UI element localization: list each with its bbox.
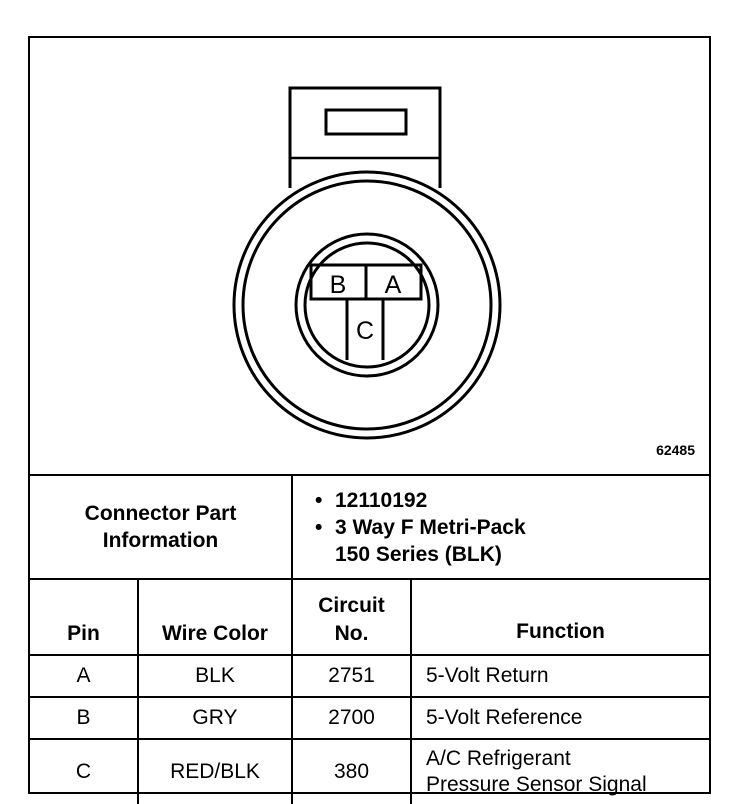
function-cell-line1: A/C Refrigerant — [426, 747, 571, 770]
table-row: B GRY 2700 5-Volt Reference — [30, 696, 709, 740]
cavity-a — [364, 263, 423, 301]
function-cell: A/C Refrigerant Pressure Sensor Signal — [410, 738, 709, 804]
figure-reference-number: 62485 — [656, 442, 695, 458]
latch-tab — [288, 86, 442, 188]
connector-figure: B A C 62485 Connector Part Information 1… — [28, 36, 711, 804]
function-cell-line2: Pressure Sensor Signal — [426, 773, 647, 796]
part-number: 12110192 — [315, 487, 709, 514]
connector-description-line1: 3 Way F Metri-Pack — [335, 515, 526, 539]
connector-face-drawing: B A C — [232, 86, 502, 440]
function-cell: 5-Volt Return — [410, 654, 709, 698]
function-cell: 5-Volt Reference — [410, 696, 709, 740]
header-function: Function — [410, 578, 709, 656]
latch-window — [324, 108, 408, 136]
connector-diagram: B A C 62485 — [30, 38, 709, 474]
outer-ring-inner — [241, 179, 493, 431]
pin-label-c: C — [356, 317, 374, 345]
wire-color-cell: RED/BLK — [137, 738, 293, 804]
wire-color-cell: GRY — [137, 696, 293, 740]
pin-cell: A — [30, 654, 139, 698]
inner-ring-inner — [303, 241, 431, 369]
pin-cell: C — [30, 738, 139, 804]
connector-info-row: Connector Part Information 12110192 3 Wa… — [30, 474, 709, 580]
pin-label-a: A — [385, 271, 402, 299]
connector-description-line2: 150 Series (BLK) — [335, 542, 502, 566]
header-circuit: Circuit No. — [291, 578, 412, 656]
pin-label-b: B — [330, 271, 347, 299]
outer-ring — [232, 170, 502, 440]
connector-info-label: Connector Part Information — [30, 474, 293, 580]
circuit-cell: 2700 — [291, 696, 412, 740]
circuit-cell: 380 — [291, 738, 412, 804]
wire-color-cell: BLK — [137, 654, 293, 698]
table-row: A BLK 2751 5-Volt Return — [30, 654, 709, 698]
pin-cell: B — [30, 696, 139, 740]
connector-info-label-line2: Information — [102, 529, 219, 552]
table-row: C RED/BLK 380 A/C Refrigerant Pressure S… — [30, 738, 709, 804]
header-circuit-line1: Circuit — [318, 594, 385, 617]
circuit-cell: 2751 — [291, 654, 412, 698]
header-circuit-line2: No. — [334, 622, 369, 645]
pinout-table: Connector Part Information 12110192 3 Wa… — [30, 474, 709, 804]
table-header-row: Pin Wire Color Circuit No. Function — [30, 578, 709, 656]
connector-info-details: 12110192 3 Way F Metri-Pack 150 Series (… — [291, 474, 709, 580]
inner-ring — [294, 232, 440, 378]
connector-description: 3 Way F Metri-Pack 150 Series (BLK) — [315, 514, 709, 568]
header-pin: Pin — [30, 578, 139, 656]
header-wire-color: Wire Color — [137, 578, 293, 656]
connector-info-label-line1: Connector Part — [84, 502, 237, 525]
